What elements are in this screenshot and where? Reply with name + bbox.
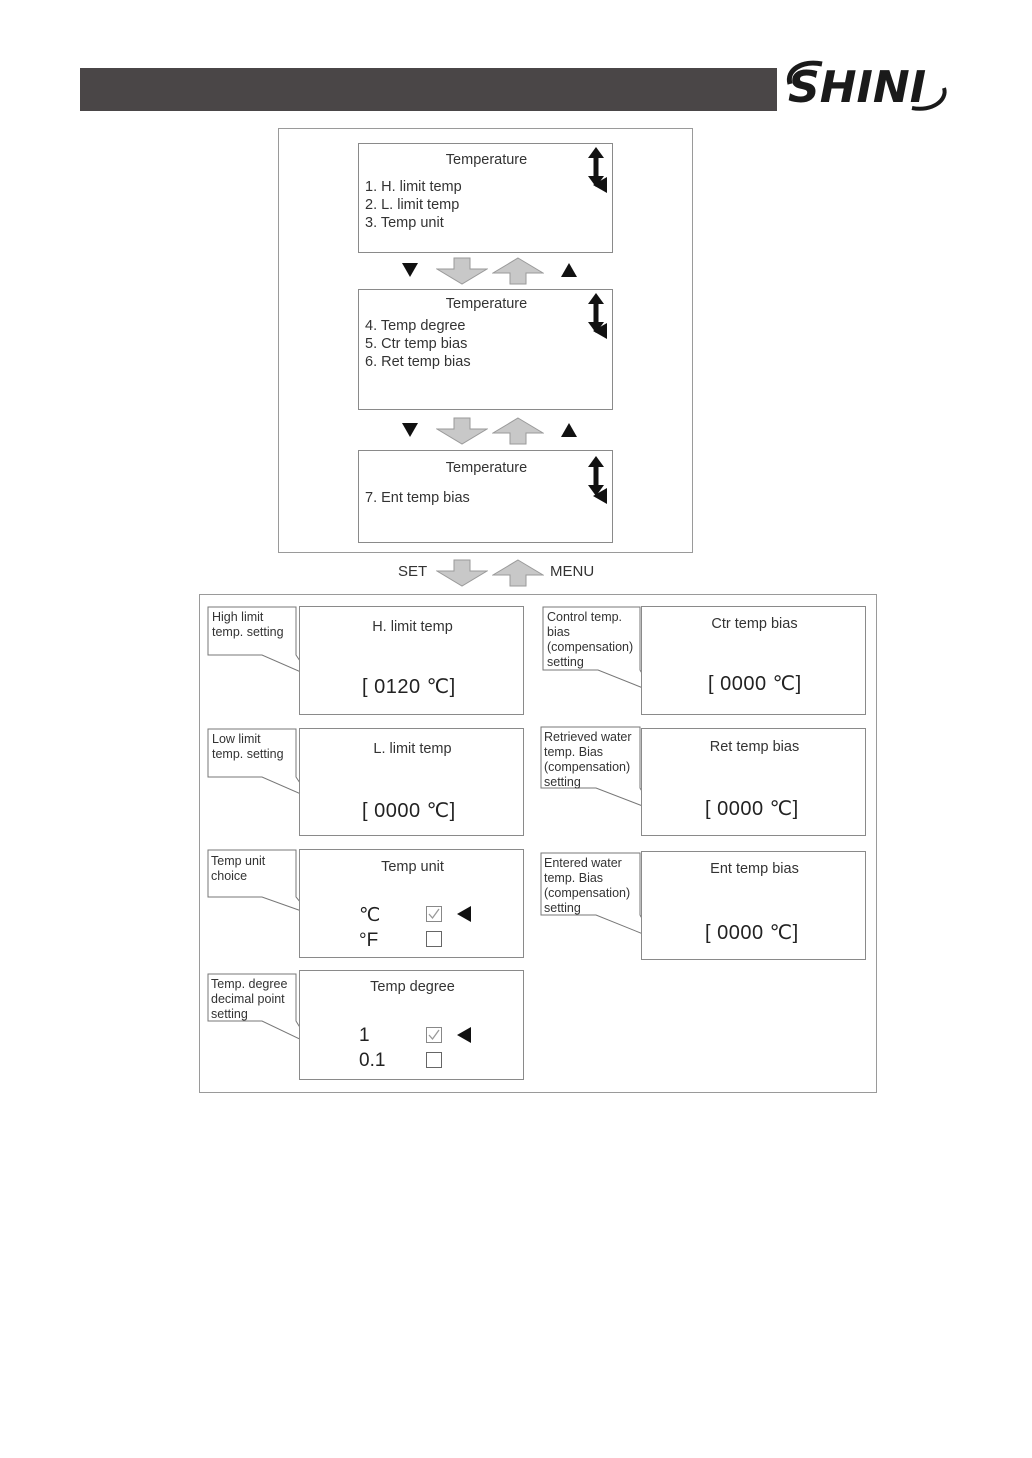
set-key-label[interactable]: SET [398,563,428,580]
menu-screen-3: Temperature 7. Ent temp bias [358,450,613,543]
left-pointer-icon [593,177,607,193]
up-arrow-icon [492,257,544,285]
header-bar [80,68,777,111]
screen-ctr-temp-bias: Ctr temp bias [ 0000 ℃] [641,606,866,715]
left-pointer-icon [593,323,607,339]
down-arrow-icon [436,257,488,285]
menu-item-ret-bias[interactable]: 6. Ret temp bias [365,354,471,370]
left-pointer-icon [593,488,607,504]
option-degree-0-1[interactable]: 0.1 [359,1050,386,1071]
screen-ent-temp-bias: Ent temp bias [ 0000 ℃] [641,851,866,960]
screen-title: Temperature [445,460,528,476]
menu-screen-2: Temperature 4. Temp degree 5. Ctr temp b… [358,289,613,410]
menu-item-temp-unit[interactable]: 3. Temp unit [365,215,444,231]
callout-temp-unit: Temp unit choice [211,854,266,883]
screen-title: L. limit temp [373,741,452,757]
ent-bias-value[interactable]: [ 0000 ℃] [705,922,799,944]
up-arrow-icon [492,559,544,587]
up-down-arrow-icon [588,147,604,187]
option-fahrenheit[interactable]: °F [359,930,379,951]
menu-item-temp-degree[interactable]: 4. Temp degree [365,318,466,334]
callout-ctr-bias: Control temp. bias (compensation) settin… [547,610,634,669]
up-key-icon[interactable] [560,422,578,438]
down-key-icon[interactable] [401,262,419,278]
l-limit-value[interactable]: [ 0000 ℃] [362,800,456,822]
screen-title: Temperature [445,152,528,168]
up-key-icon[interactable] [560,262,578,278]
logo-text: SHINI [788,62,926,113]
screen-title: Ent temp bias [710,861,799,877]
up-arrow-icon [492,417,544,445]
h-limit-value[interactable]: [ 0120 ℃] [362,676,456,698]
ret-bias-value[interactable]: [ 0000 ℃] [705,798,799,820]
screen-title: Temperature [445,296,528,312]
down-key-icon[interactable] [401,422,419,438]
menu-item-l-limit[interactable]: 2. L. limit temp [365,197,460,213]
checkbox-checked-icon[interactable] [426,906,442,922]
callout-ret-bias: Retrieved water temp. Bias (compensation… [544,730,632,789]
checkbox-checked-icon[interactable] [426,1027,442,1043]
ctr-bias-value[interactable]: [ 0000 ℃] [708,673,802,695]
screen-temp-unit: Temp unit ℃ °F [299,849,524,958]
menu-item-ctr-bias[interactable]: 5. Ctr temp bias [365,336,468,352]
down-arrow-icon [436,559,488,587]
left-pointer-icon [457,1027,471,1043]
up-down-arrow-icon [588,456,604,496]
up-down-arrow-icon [588,293,604,333]
callout-l-limit: Low limit temp. setting [212,732,284,761]
screen-title: Ret temp bias [709,739,800,755]
down-arrow-icon [436,417,488,445]
screen-temp-degree: Temp degree 1 0.1 [299,970,524,1080]
screen-title: H. limit temp [372,619,453,635]
screen-title: Temp degree [370,979,455,995]
menu-item-h-limit[interactable]: 1. H. limit temp [365,179,462,195]
screen-l-limit-temp: L. limit temp [ 0000 ℃] [299,728,524,836]
menu-item-ent-bias[interactable]: 7. Ent temp bias [365,490,470,506]
checkbox-empty-icon[interactable] [426,931,442,947]
callout-h-limit: High limit temp. setting [212,610,284,639]
menu-key-label[interactable]: MENU [550,563,595,580]
option-celsius[interactable]: ℃ [359,905,381,926]
screen-title: Temp unit [381,859,444,875]
shini-logo: SHINI [786,60,947,113]
screen-title: Ctr temp bias [711,616,798,632]
checkbox-empty-icon[interactable] [426,1052,442,1068]
callout-temp-degree: Temp. degree decimal point setting [211,977,288,1021]
menu-screen-1: Temperature 1. H. limit temp 2. L. limit… [358,143,613,253]
left-pointer-icon [457,906,471,922]
screen-h-limit-temp: H. limit temp [ 0120 ℃] [299,606,524,715]
callout-ent-bias: Entered water temp. Bias (compensation) … [544,856,631,915]
option-degree-1[interactable]: 1 [359,1025,370,1046]
screen-ret-temp-bias: Ret temp bias [ 0000 ℃] [641,728,866,836]
